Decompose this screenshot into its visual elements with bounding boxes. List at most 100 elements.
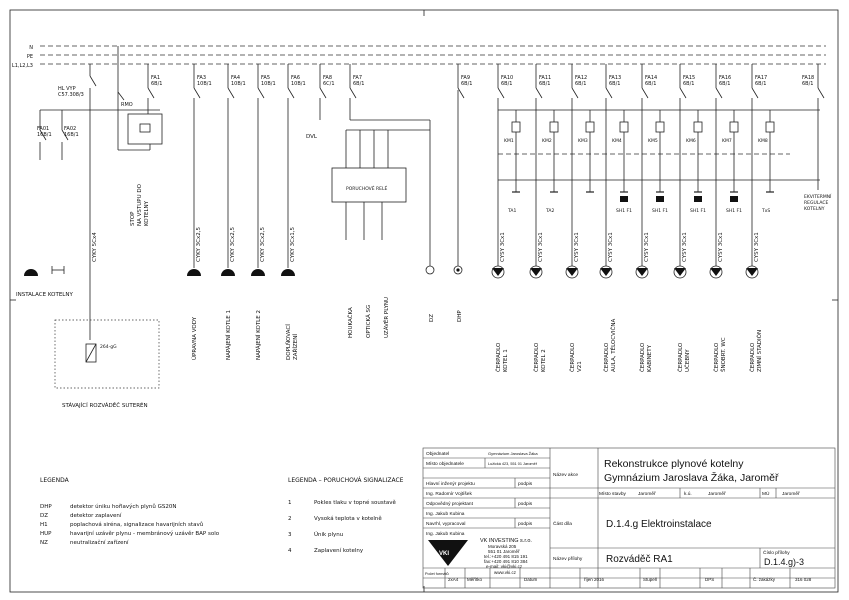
legend-key: DZ <box>40 513 48 519</box>
rozvadec-label: STÁVAJÍCÍ ROZVÁDĚČ SUTERÉN <box>62 401 148 409</box>
pump-km: KM5 <box>648 138 658 144</box>
tb-zakazka-l: Č. zakázky <box>753 576 776 582</box>
tb-cast-l: Část díla <box>553 520 572 527</box>
stop-label: STOP <box>130 211 136 226</box>
feeder-fa-rating: 10B/1 <box>197 81 212 87</box>
pump-sensor: TxS <box>761 208 770 214</box>
fa02-name: FA02 <box>64 126 76 132</box>
tb-misto-l: Místo objednatele <box>426 461 464 467</box>
pump-contactor-coil <box>655 121 665 133</box>
tb-objednatel-l: Objednatel <box>426 451 449 457</box>
pump-label: ČERPADLO <box>495 342 502 372</box>
pump-cable: CYSY 3Cx1 <box>500 232 506 262</box>
feeder-label-2: ZAŘÍZENÍ <box>291 334 299 360</box>
pump-km: KM2 <box>542 138 552 144</box>
legend-key: HUP <box>40 531 52 537</box>
feeder-label: ÚPRAVNA VODY <box>191 316 198 360</box>
ekviterm-1: EKVITERMNÍ <box>804 193 832 200</box>
pump-sensor: SH1 F1 <box>652 208 668 214</box>
pump-motor-circle <box>565 265 579 279</box>
feeder-fa-name: FA5 <box>261 75 270 81</box>
pump-sensor: SH1 F1 <box>726 208 742 214</box>
legend-value: detektor zaplavení <box>70 512 122 519</box>
tb-navrhl-v: Ing. Jakub Kubina <box>426 531 465 537</box>
pump-km: KM1 <box>504 138 514 144</box>
feeder-contact <box>227 87 235 99</box>
pump-fa-name: FA11 <box>539 75 551 81</box>
fa9-name: FA9 <box>461 75 470 81</box>
legend-value: neutralizační zařízení <box>70 539 129 546</box>
instalace-kotelny: INSTALACE KOTELNY <box>16 266 73 298</box>
tb-odp-v: Ing. Jakub Kubina <box>426 511 465 517</box>
pump-km: KM6 <box>686 138 696 144</box>
pump-contact <box>641 87 649 99</box>
legend2-key: 2 <box>288 516 292 522</box>
tb-podpis-3: podpis <box>518 521 533 527</box>
legend2-key: 1 <box>288 500 292 506</box>
tb-hip-l: Hlavní inženýr projektu <box>426 481 475 487</box>
tb-misto-stavby-l: Místo stavby <box>599 491 627 497</box>
legend-value: havarijní uzávěr plynu - membránový uzáv… <box>70 530 220 537</box>
pump-fa-rating: 6B/1 <box>539 81 550 87</box>
tb-mu-l: MÚ <box>762 490 770 497</box>
pump-label-2: UČEBNY <box>684 349 691 372</box>
pump-cable: CYSY 3Cx1 <box>754 232 760 262</box>
pump-motor-circle <box>529 265 543 279</box>
stop-label-3: KOTELNY <box>144 200 150 226</box>
rmo-block: RMO STOP NA VSTUPU DO KOTELNY <box>117 46 163 226</box>
pump-fa-name: FA17 <box>755 75 767 81</box>
pump-sensor: TA2 <box>545 208 554 214</box>
feeder-label: NAPÁJENÍ KOTLE 1 <box>225 310 232 360</box>
legend2-value: Zaplavení kotelny <box>314 547 364 554</box>
pump-motor-circle <box>491 265 505 279</box>
pump-label: ČERPADLO <box>749 342 756 372</box>
alarm-box <box>331 167 407 203</box>
pump-contactor-coil <box>765 121 775 133</box>
fa01-name: FA01 <box>37 126 49 132</box>
pump-motor-circle <box>745 265 759 279</box>
feeder-fa-rating: 10B/1 <box>231 81 246 87</box>
feeder-contact <box>349 87 357 99</box>
alarm-out-3: UZÁVĚR PLYNU <box>382 297 390 338</box>
feeder-fa-name: FA4 <box>231 75 240 81</box>
tb-company: VK INVESTING s.r.o. <box>480 538 532 544</box>
tb-zakazka-v: 316 028 <box>795 577 812 582</box>
alarm-out-1: HOUKAČKA <box>347 307 354 338</box>
rmo-label: RMO <box>121 102 133 108</box>
pump-label: ČERPADLO <box>677 342 684 372</box>
tb-datum-l: Datum <box>524 577 538 582</box>
pump-fa-name: FA13 <box>609 75 621 81</box>
legend-value: detektor úniku hořlavých plynů GS20N <box>70 503 177 510</box>
legend-title: LEGENDA <box>40 477 70 484</box>
main-switch-type: C57.308/3 <box>58 92 84 98</box>
tb-ku-v: Jaroměř <box>708 491 726 497</box>
instalace-label: INSTALACE KOTELNY <box>16 292 73 298</box>
main-switch: HL VYP C57.308/3 <box>40 64 160 340</box>
pump-thermostat <box>620 196 628 202</box>
feeder-cable: CYKY 3Cx2,5 <box>196 227 202 262</box>
feeder-fa-rating: 6B/1 <box>151 81 162 87</box>
tb-nazev-akce-l: Název akce <box>553 472 578 478</box>
legend-key: NZ <box>40 540 48 546</box>
company-logo: VKI <box>428 540 468 566</box>
pump-thermostat <box>656 196 664 202</box>
pump-cable: CYSY 3Cx1 <box>682 232 688 262</box>
stop-label-2: NA VSTUPU DO <box>137 183 143 226</box>
tb-misto-stavby-v: Jaroměř <box>638 491 656 497</box>
pump-label: ČERPADLO <box>639 342 646 372</box>
pump-motor-symbol <box>746 268 758 276</box>
feeder-fa-rating: 10B/1 <box>261 81 276 87</box>
pump-label-2: KOTEL 1 <box>503 349 509 372</box>
legend2-value: Pokles tlaku v topné soustavě <box>314 499 396 506</box>
fa9-contact <box>457 87 465 99</box>
dvl-label: DVL <box>306 134 318 140</box>
pump-cable: CYSY 3Cx1 <box>538 232 544 262</box>
pump-label-2: KOTEL 2 <box>541 349 547 372</box>
pump-sensor: SH1 F1 <box>690 208 706 214</box>
pump-sensor: TA1 <box>507 208 516 214</box>
title-block: Objednatel Gymnázium Jaroslava Žáka Míst… <box>422 447 836 589</box>
